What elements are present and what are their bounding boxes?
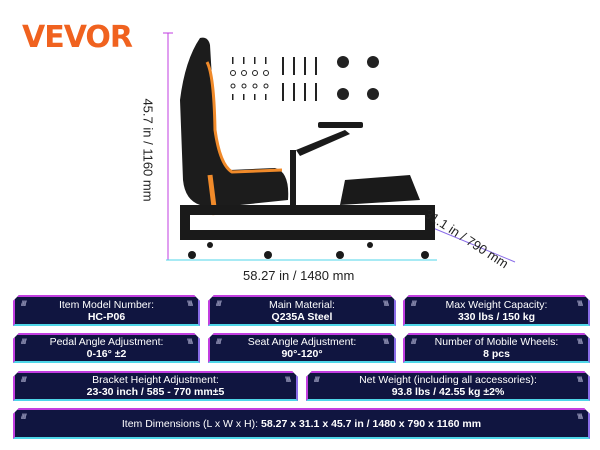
cockpit-frame	[180, 122, 435, 259]
spec-label: Net Weight (including all accessories):	[359, 374, 537, 386]
spec-model-number: /////\\\\\ Item Model Number:HC-P06	[13, 295, 200, 326]
spec-max-weight: /////\\\\\ Max Weight Capacity:330 lbs /…	[403, 295, 590, 326]
brand-logo: VEVOR	[22, 20, 133, 55]
spec-value: 0-16° ±2	[86, 348, 127, 360]
spec-main-material: /////\\\\\ Main Material:Q235A Steel	[208, 295, 396, 326]
spec-label: Number of Mobile Wheels:	[434, 336, 559, 348]
spec-value: 23-30 inch / 585 - 770 mm±5	[86, 386, 225, 398]
spec-label: Seat Angle Adjustment:	[247, 336, 357, 348]
spec-label: Pedal Angle Adjustment:	[49, 336, 164, 348]
spec-value: 330 lbs / 150 kg	[457, 310, 536, 323]
racing-seat	[180, 37, 289, 216]
spec-value: Q235A Steel	[271, 310, 333, 323]
product-illustration	[163, 32, 516, 263]
length-dimension-label: 58.27 in / 1480 mm	[243, 268, 355, 283]
spec-label: Main Material:	[269, 298, 335, 311]
spec-value: HC-P06	[87, 310, 126, 323]
height-dimension-label: 45.7 in / 1160 mm	[140, 98, 156, 202]
spec-label: Max Weight Capacity:	[445, 298, 548, 311]
spec-wheels: /////\\\\\ Number of Mobile Wheels:8 pcs	[403, 333, 590, 363]
dimension-lines	[163, 32, 516, 263]
spec-seat-angle: /////\\\\\ Seat Angle Adjustment:90°-120…	[208, 333, 396, 363]
spec-bracket-height: /////\\\\\ Bracket Height Adjustment:23-…	[13, 371, 298, 401]
spec-value: 93.8 lbs / 42.55 kg ±2%	[391, 386, 505, 398]
spec-label: Item Model Number:	[58, 298, 155, 311]
spec-label: Bracket Height Adjustment:	[92, 374, 219, 386]
spec-value: 90°-120°	[281, 348, 323, 360]
hardware-parts-icon	[230, 56, 379, 101]
spec-label: Item Dimensions (L x W x H):	[121, 417, 259, 430]
spec-net-weight: /////\\\\\ Net Weight (including all acc…	[306, 371, 590, 401]
spec-pedal-angle: /////\\\\\ Pedal Angle Adjustment:0-16° …	[13, 333, 200, 363]
spec-value: 8 pcs	[483, 348, 510, 360]
spec-value: 58.27 x 31.1 x 45.7 in / 1480 x 790 x 11…	[261, 417, 482, 430]
spec-item-dimensions: /////\\\\\ Item Dimensions (L x W x H):5…	[13, 408, 590, 439]
